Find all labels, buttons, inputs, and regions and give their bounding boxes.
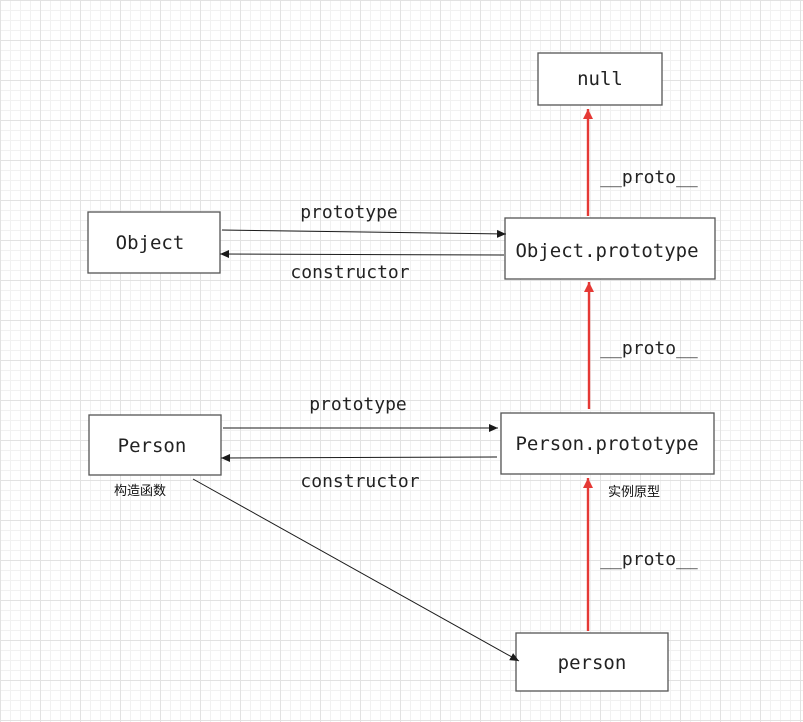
node-object: Object	[87, 211, 221, 274]
node-person-prototype-label: Person.prototype	[515, 433, 698, 455]
object-constructor-arrow	[219, 250, 505, 259]
node-person-instance-label: person	[558, 652, 627, 674]
person-constructor-arrow	[220, 453, 498, 462]
object-prototype-arrow	[221, 229, 507, 238]
person-instance-arrow	[192, 478, 520, 662]
node-person-label: Person	[118, 435, 187, 457]
object-constructor-label: constructor	[290, 262, 409, 283]
node-null-label: null	[577, 68, 623, 90]
instance-prototype-note: 实例原型	[608, 485, 660, 500]
node-object-label: Object	[116, 232, 185, 254]
constructor-function-note: 构造函数	[114, 484, 166, 499]
person-prototype-label: prototype	[309, 394, 407, 415]
node-person-instance: person	[515, 632, 669, 692]
node-object-prototype: Object.prototype	[504, 217, 716, 280]
proto-top-label: __proto__	[600, 167, 698, 188]
person-constructor-label: constructor	[300, 471, 419, 492]
node-null: null	[537, 52, 663, 106]
object-prototype-label: prototype	[300, 202, 398, 223]
node-object-prototype-label: Object.prototype	[515, 240, 698, 262]
proto-bottom-label: __proto__	[600, 549, 698, 570]
proto-middle-label: __proto__	[600, 338, 698, 359]
node-person: Person	[88, 414, 222, 476]
node-person-prototype: Person.prototype	[500, 412, 715, 475]
